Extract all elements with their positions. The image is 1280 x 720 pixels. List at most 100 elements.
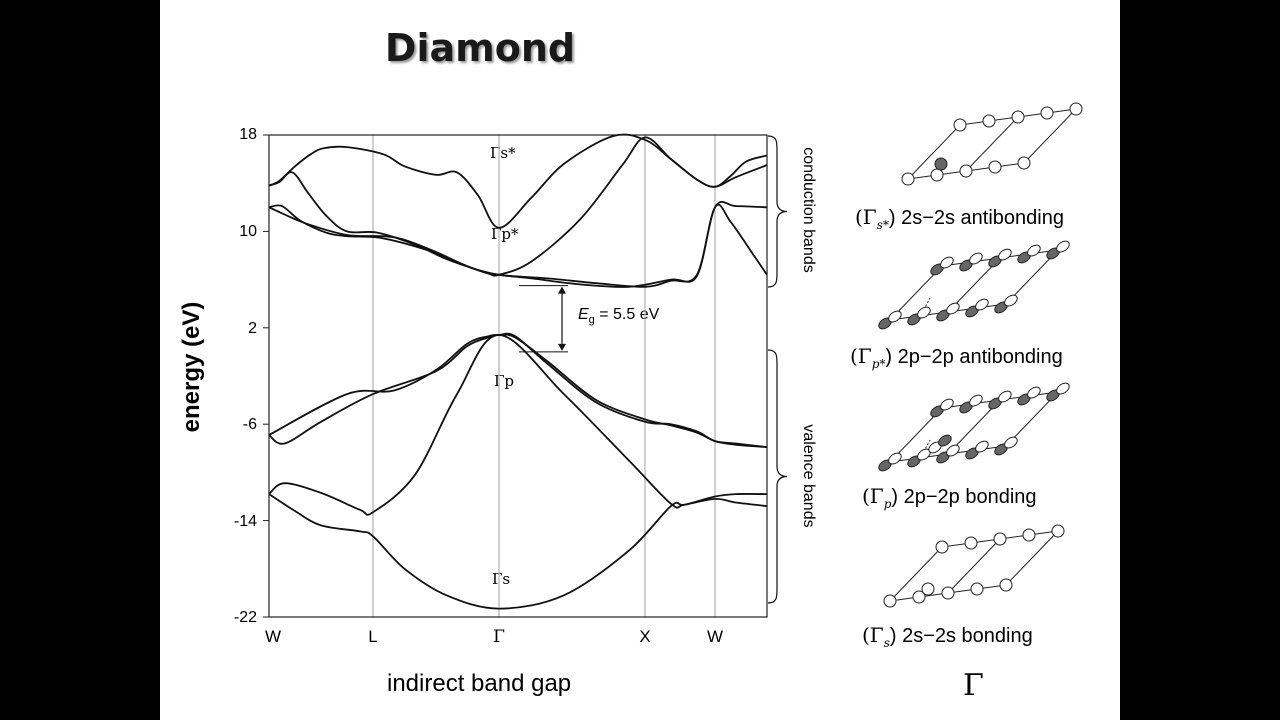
p-orbital bbox=[988, 390, 1012, 410]
band-line bbox=[268, 493, 768, 610]
braces bbox=[767, 135, 788, 604]
atom bbox=[959, 164, 973, 178]
gamma-s-star-label: Γs* bbox=[490, 144, 516, 162]
p-lobe bbox=[946, 444, 960, 457]
p-lobe bbox=[998, 390, 1012, 403]
p-lobe bbox=[1056, 240, 1070, 253]
atom bbox=[1011, 110, 1025, 124]
atom bbox=[1069, 102, 1083, 116]
orbital-diagram-s bbox=[883, 524, 1065, 608]
p-lobe bbox=[1027, 386, 1041, 399]
p-orbital bbox=[988, 248, 1012, 268]
atom bbox=[935, 540, 949, 554]
p-lobe bbox=[975, 298, 989, 311]
p-lobe bbox=[1004, 436, 1018, 449]
p-orbital bbox=[994, 294, 1018, 314]
atom bbox=[1017, 156, 1031, 170]
orbital-label: (Γs) 2s−2s bonding bbox=[862, 623, 1033, 650]
y-tick-label: 10 bbox=[239, 223, 257, 240]
p-orbital bbox=[994, 436, 1018, 456]
gamma-s-label: Γs bbox=[492, 570, 511, 588]
p-lobe bbox=[998, 248, 1012, 261]
atom bbox=[1040, 106, 1054, 120]
y-tick-label: -22 bbox=[233, 609, 257, 626]
atom bbox=[901, 172, 915, 186]
lattice-edge bbox=[965, 116, 1019, 172]
y-tick-label: 18 bbox=[239, 126, 257, 143]
band-gap-marker bbox=[519, 285, 568, 353]
p-orbital bbox=[1017, 386, 1041, 406]
p-lobe bbox=[969, 252, 983, 265]
atom bbox=[883, 594, 897, 608]
x-tick-label: X bbox=[639, 627, 651, 646]
band-line bbox=[268, 203, 768, 288]
p-orbital bbox=[965, 440, 989, 460]
y-tick-label: -6 bbox=[242, 416, 257, 433]
p-orbital bbox=[930, 256, 954, 276]
band-line bbox=[268, 334, 768, 516]
p-orbital bbox=[907, 306, 931, 326]
orbital-label: (Γs*) 2s−2s antibonding bbox=[855, 205, 1064, 232]
x-tick-label: L bbox=[368, 627, 378, 646]
p-orbital bbox=[1017, 244, 1041, 264]
p-orbital bbox=[907, 448, 931, 468]
valence-brace bbox=[767, 349, 788, 604]
p-lobe bbox=[975, 440, 989, 453]
p-lobe bbox=[888, 310, 902, 323]
bands bbox=[268, 133, 768, 610]
atom bbox=[953, 118, 967, 132]
conduction-brace bbox=[767, 135, 788, 288]
p-orbital bbox=[928, 434, 952, 454]
orbital-label: (Γp*) 2p−2p antibonding bbox=[850, 344, 1063, 371]
x-tick-label: W bbox=[264, 627, 282, 646]
lattice-edge bbox=[907, 124, 961, 180]
atom bbox=[934, 157, 948, 171]
p-lobe bbox=[917, 306, 931, 319]
atom bbox=[941, 586, 955, 600]
p-lobe bbox=[888, 452, 902, 465]
x-tick-label: W bbox=[706, 627, 724, 646]
band-line bbox=[268, 136, 768, 277]
p-orbital bbox=[1046, 240, 1070, 260]
p-lobe bbox=[940, 256, 954, 269]
p-lobe bbox=[938, 434, 952, 447]
p-lobe bbox=[946, 302, 960, 315]
p-orbital bbox=[936, 302, 960, 322]
p-lobe bbox=[1027, 244, 1041, 257]
p-lobe bbox=[969, 394, 983, 407]
p-orbital bbox=[930, 398, 954, 418]
gamma-p-star-label: Γp* bbox=[491, 225, 519, 243]
lattice-edge bbox=[919, 297, 931, 318]
plot-frame bbox=[268, 134, 768, 618]
p-lobe bbox=[1056, 382, 1070, 395]
band-line bbox=[268, 171, 768, 288]
atom bbox=[970, 582, 984, 596]
p-orbital bbox=[878, 452, 902, 472]
band-gap-label: Eg = 5.5 eV bbox=[578, 306, 660, 327]
gap-arrow-head bbox=[558, 343, 566, 351]
atom bbox=[1051, 524, 1065, 538]
p-orbital bbox=[959, 394, 983, 414]
p-lobe bbox=[1004, 294, 1018, 307]
p-orbital bbox=[1046, 382, 1070, 402]
p-orbital bbox=[965, 298, 989, 318]
atom bbox=[999, 578, 1013, 592]
atom bbox=[982, 114, 996, 128]
orbital-diagram-p-star bbox=[878, 240, 1070, 330]
y-tick-label: -14 bbox=[233, 513, 257, 530]
symmetry-grid bbox=[372, 135, 716, 617]
x-tick-label: Γ bbox=[493, 627, 505, 647]
y-ticks bbox=[263, 134, 269, 618]
atom bbox=[993, 532, 1007, 546]
atom bbox=[921, 582, 935, 596]
band-line bbox=[268, 133, 768, 229]
lattice-edge bbox=[919, 439, 931, 460]
p-orbital bbox=[878, 310, 902, 330]
atom bbox=[988, 160, 1002, 174]
atom bbox=[930, 168, 944, 182]
band-line bbox=[268, 332, 768, 448]
orbital-diagrams bbox=[878, 102, 1083, 608]
lattice-edge bbox=[889, 546, 943, 602]
p-orbital bbox=[936, 444, 960, 464]
